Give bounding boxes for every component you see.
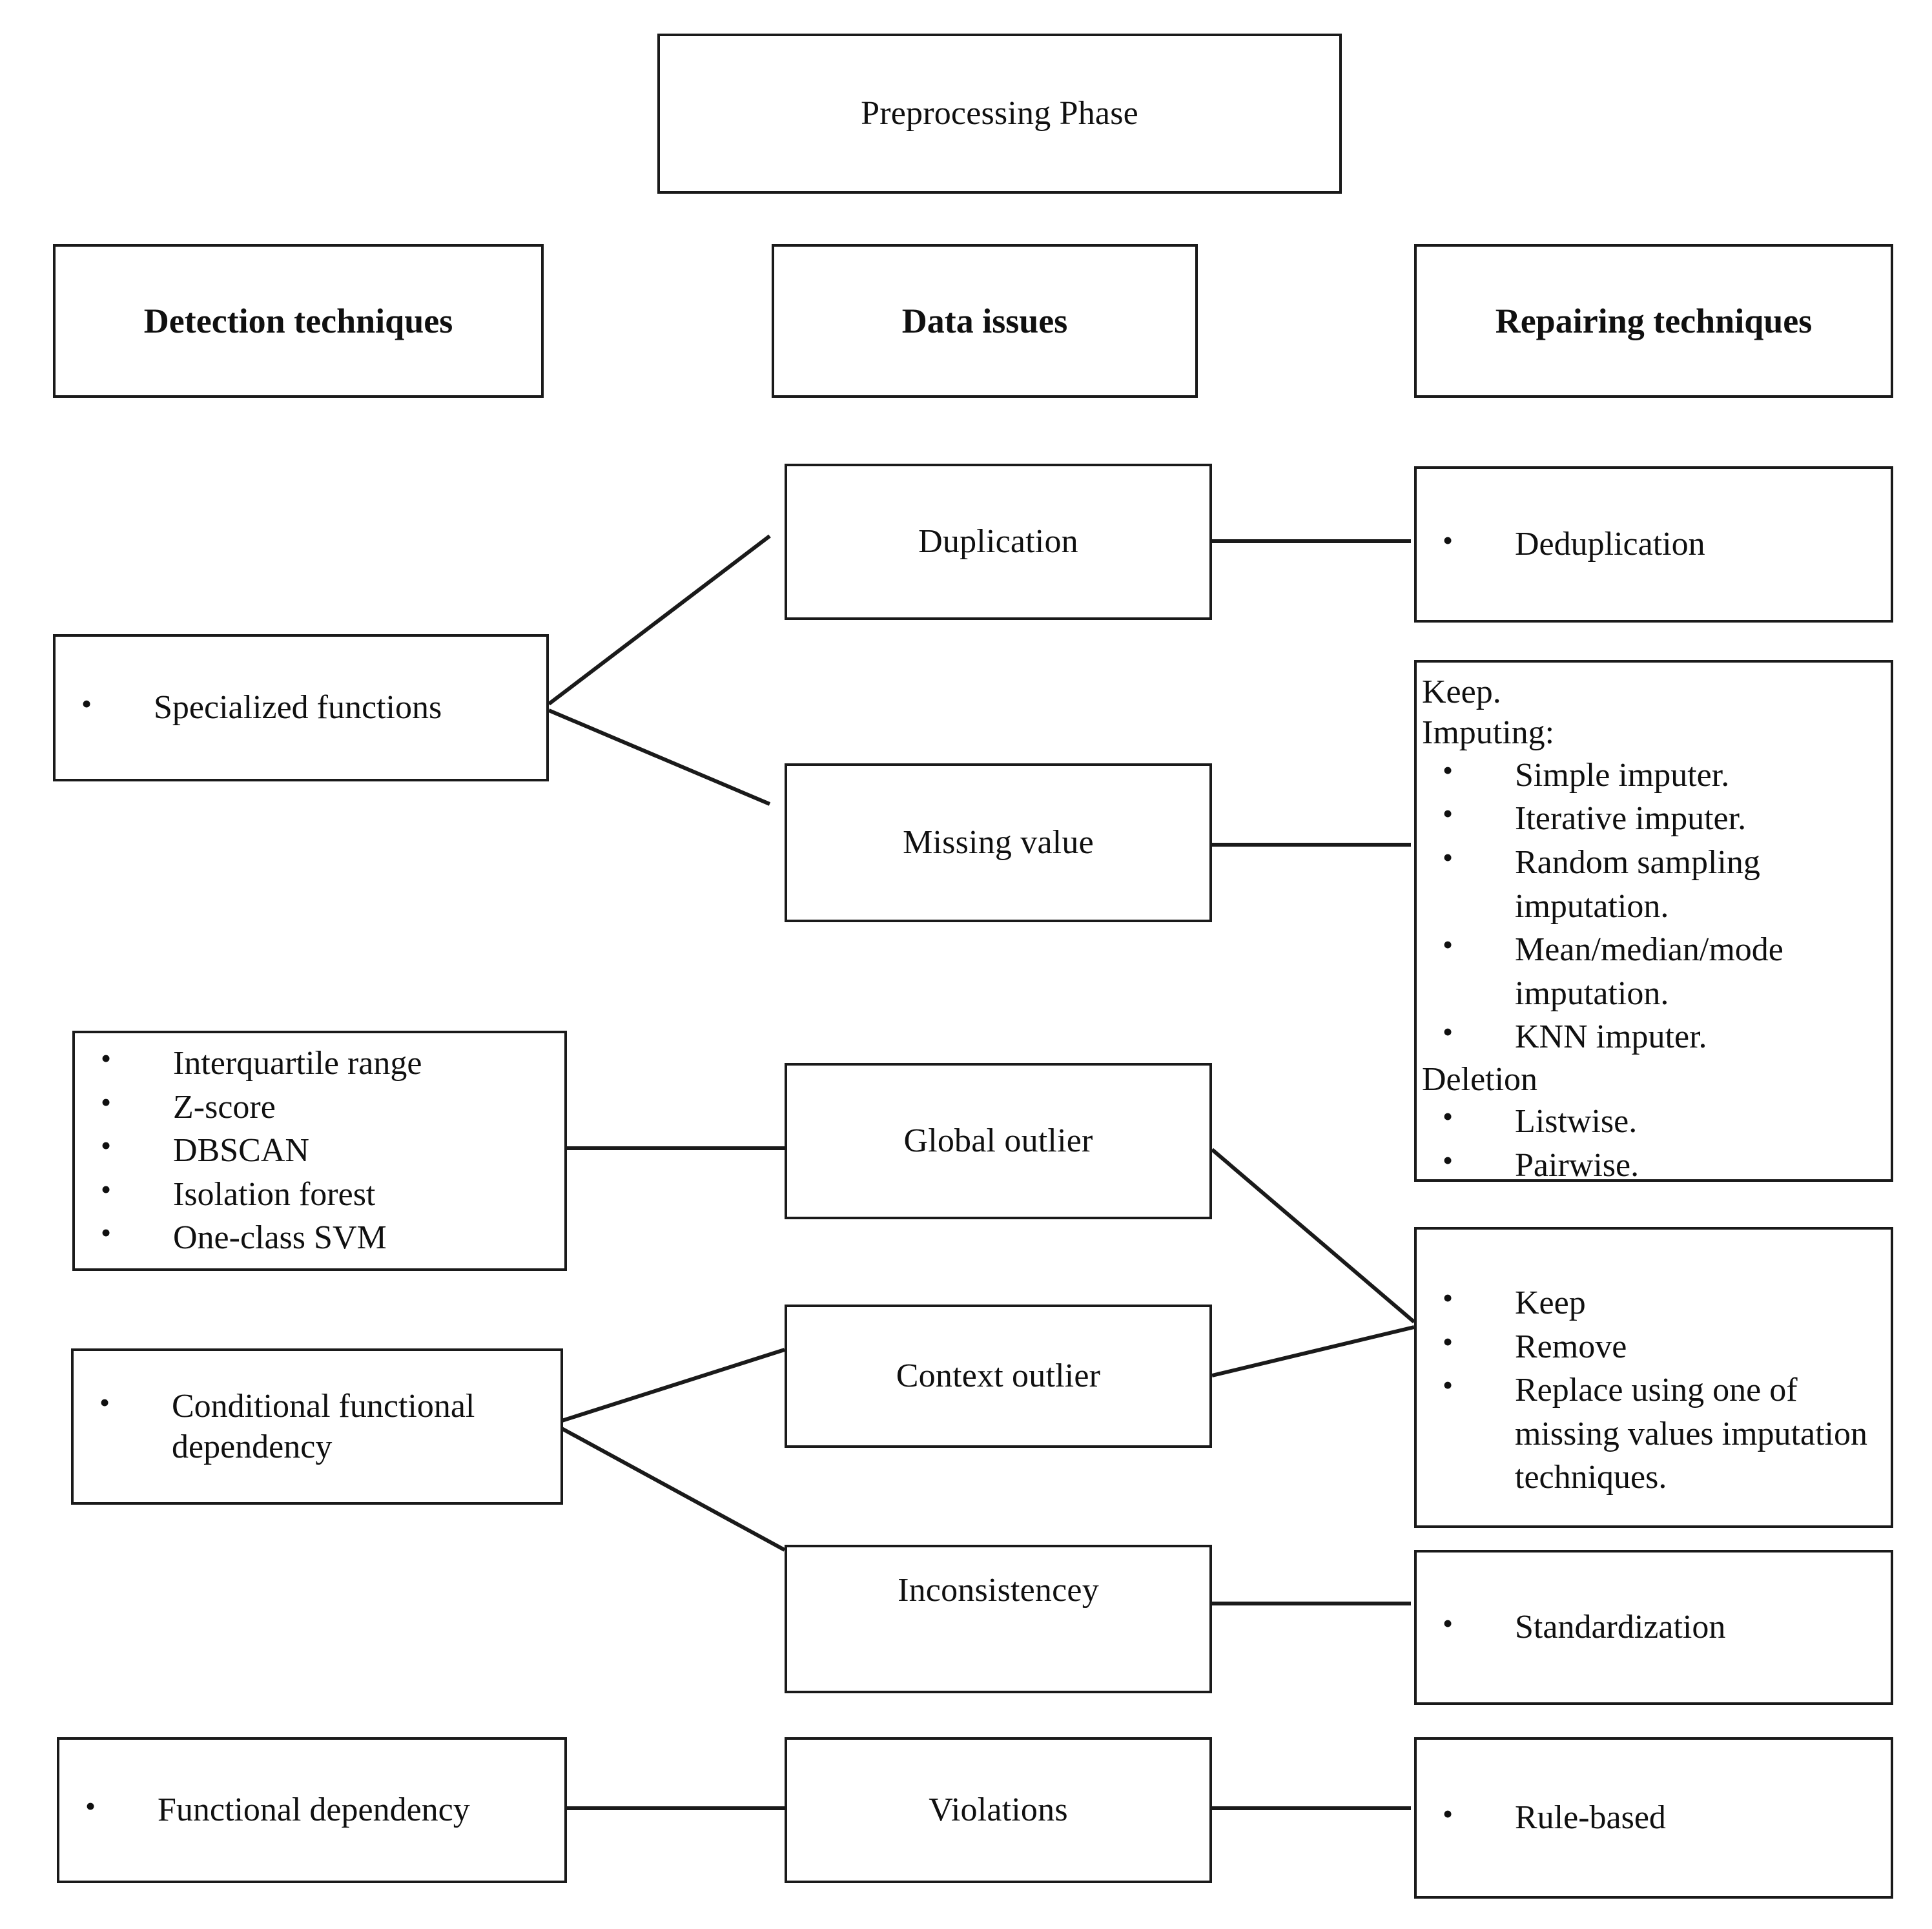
column-header-label: Data issues: [901, 302, 1068, 340]
detection-box-outlier-detectors[interactable]: Interquartile range Z-score DBSCAN Isola…: [72, 1031, 567, 1271]
detection-box-specialized-functions[interactable]: Specialized functions: [53, 634, 549, 781]
bullet-list: Rule-based: [1417, 1796, 1891, 1838]
title-box-preprocessing-phase: Preprocessing Phase: [657, 34, 1342, 194]
repair-box-deduplication[interactable]: Deduplication: [1414, 466, 1893, 623]
issue-box-duplication[interactable]: Duplication: [785, 464, 1212, 620]
bullet-list: Functional dependency: [59, 1788, 564, 1830]
list-item: Standardization: [1417, 1605, 1891, 1647]
list-item: Deduplication: [1417, 522, 1891, 564]
repair-line-deletion: Deletion: [1422, 1061, 1538, 1099]
bullet-list: Standardization: [1417, 1605, 1891, 1647]
list-item: Keep: [1417, 1280, 1891, 1325]
list-item: Z-score: [75, 1084, 564, 1130]
title-label: Preprocessing Phase: [861, 95, 1138, 132]
bullet-list: Interquartile range Z-score DBSCAN Isola…: [75, 1040, 564, 1260]
list-item: Random sampling imputation.: [1417, 840, 1891, 928]
column-header-label: Detection techniques: [143, 302, 453, 340]
connector-specialized-to-missing-value: [548, 708, 771, 806]
bullet-list: Specialized functions: [56, 686, 546, 728]
bullet-list-deletion: Listwise. Pairwise.: [1417, 1099, 1891, 1188]
list-item: Listwise.: [1417, 1099, 1891, 1144]
column-header-detection-techniques: Detection techniques: [53, 244, 544, 398]
connector-global-outlier-to-repair: [1211, 1148, 1415, 1324]
repair-box-missing-value-repair[interactable]: Keep. Imputing: Simple imputer. Iterativ…: [1414, 660, 1893, 1184]
list-item: Mean/median/mode imputation.: [1417, 927, 1891, 1015]
list-item: Interquartile range: [75, 1040, 564, 1086]
detection-box-conditional-functional-dependency[interactable]: Conditional functional dependency: [71, 1348, 563, 1505]
list-item: Functional dependency: [59, 1788, 564, 1830]
list-item: Iterative imputer.: [1417, 796, 1891, 841]
list-item: Pairwise.: [1417, 1142, 1891, 1188]
connector-context-outlier-to-repair: [1211, 1325, 1415, 1377]
repair-box-standardization[interactable]: Standardization: [1414, 1550, 1893, 1705]
issue-box-missing-value[interactable]: Missing value: [785, 763, 1212, 922]
issue-box-inconsistencey[interactable]: Inconsistencey: [785, 1545, 1212, 1693]
bullet-list: Conditional functional dependency: [74, 1385, 560, 1468]
list-item: Isolation forest: [75, 1171, 564, 1217]
issue-box-global-outlier[interactable]: Global outlier: [785, 1063, 1212, 1219]
issue-label: Duplication: [918, 523, 1078, 561]
issue-label: Missing value: [903, 824, 1094, 861]
connector-specialized-to-duplication: [548, 534, 771, 706]
issue-label: Inconsistencey: [898, 1572, 1099, 1609]
list-item: Simple imputer.: [1417, 752, 1891, 798]
list-item: Conditional functional dependency: [74, 1385, 560, 1468]
issue-label: Context outlier: [896, 1357, 1101, 1395]
repair-line-keep: Keep.: [1422, 674, 1501, 710]
bullet-list: Keep Remove Replace using one of missing…: [1417, 1280, 1891, 1500]
issue-box-violations[interactable]: Violations: [785, 1737, 1212, 1883]
repair-line-imputing: Imputing:: [1422, 714, 1555, 752]
column-header-label: Repairing techniques: [1495, 302, 1813, 340]
list-item: Rule-based: [1417, 1796, 1891, 1838]
list-item: Remove: [1417, 1324, 1891, 1369]
list-item: DBSCAN: [75, 1128, 564, 1173]
issue-label: Violations: [929, 1791, 1068, 1829]
issue-box-context-outlier[interactable]: Context outlier: [785, 1305, 1212, 1448]
list-item: One-class SVM: [75, 1215, 564, 1260]
repair-box-outlier-repair[interactable]: Keep Remove Replace using one of missing…: [1414, 1227, 1893, 1528]
repair-box-rule-based[interactable]: Rule-based: [1414, 1737, 1893, 1899]
detection-box-functional-dependency[interactable]: Functional dependency: [57, 1737, 567, 1883]
issue-label: Global outlier: [903, 1122, 1093, 1160]
connector-cfd-to-inconsistencey: [560, 1427, 786, 1552]
list-item: KNN imputer.: [1417, 1014, 1891, 1059]
column-header-data-issues: Data issues: [772, 244, 1198, 398]
bullet-list: Deduplication: [1417, 522, 1891, 564]
column-header-repairing-techniques: Repairing techniques: [1414, 244, 1893, 398]
bullet-list-imputing: Simple imputer. Iterative imputer. Rando…: [1417, 752, 1891, 1059]
connector-cfd-to-context-outlier: [561, 1348, 785, 1423]
repair-line-stack: Keep. Imputing: Simple imputer. Iterativ…: [1417, 672, 1891, 1188]
list-item: Specialized functions: [56, 686, 546, 728]
list-item: Replace using one of missing values impu…: [1417, 1367, 1891, 1500]
